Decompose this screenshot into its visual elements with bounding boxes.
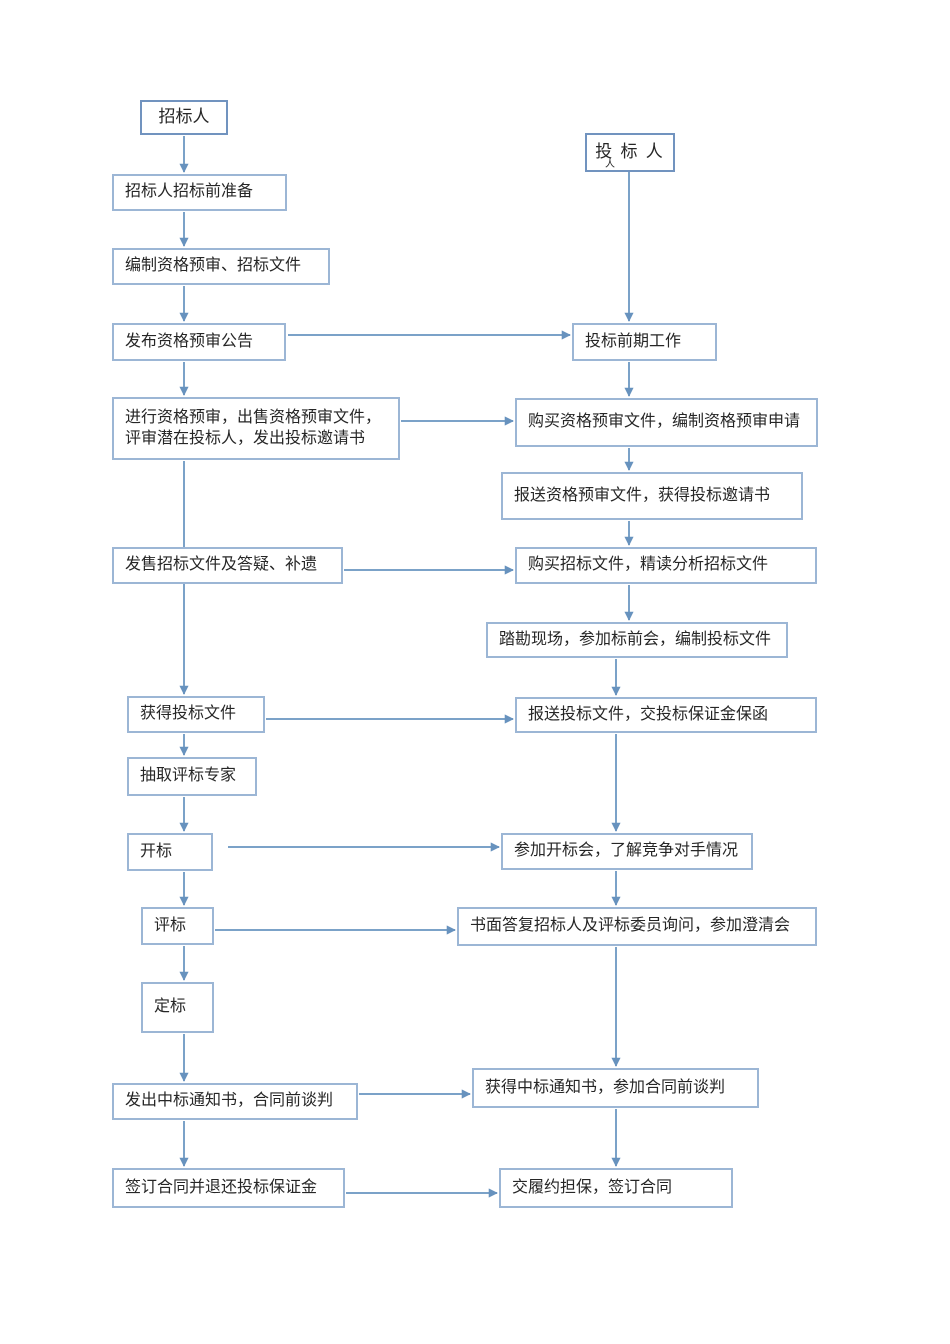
node-select-evaluation-experts: 抽取评标专家 <box>127 757 257 796</box>
node-label: 定标 <box>154 998 187 1016</box>
node-label: 发售招标文件及答疑、补遗 <box>125 556 318 574</box>
node-submit-prequalification-documents: 报送资格预审文件，获得投标邀请书 <box>501 472 803 520</box>
node-pre-bid-preparation: 招标人招标前准备 <box>112 174 287 211</box>
node-label: 报送投标文件，交投标保证金保函 <box>528 705 769 723</box>
node-label: 获得中标通知书，参加合同前谈判 <box>485 1078 726 1096</box>
node-label: 编制资格预审、招标文件 <box>125 257 302 275</box>
node-written-reply-attend-clarification: 书面答复招标人及评标委员询问，参加澄清会 <box>457 907 817 946</box>
node-label: 签订合同并退还投标保证金 <box>125 1178 318 1196</box>
node-label: 书面答复招标人及评标委员询问，参加澄清会 <box>470 917 791 935</box>
node-label: 开标 <box>140 842 173 860</box>
node-receive-bid-documents: 获得投标文件 <box>127 696 265 733</box>
node-site-visit-prepare-bid: 踏勘现场，参加标前会，编制投标文件 <box>486 622 788 658</box>
node-award-decision: 定标 <box>141 982 214 1033</box>
node-label: 发出中标通知书，合同前谈判 <box>125 1092 334 1110</box>
node-conduct-prequalification: 进行资格预审，出售资格预审文件， 评审潜在投标人，发出投标邀请书 <box>112 397 400 460</box>
node-label: 购买招标文件，精读分析招标文件 <box>528 556 769 574</box>
node-label: 投标前期工作 <box>585 332 682 350</box>
node-issue-award-notice-pre-contract-talks: 发出中标通知书，合同前谈判 <box>112 1083 358 1120</box>
node-publish-prequalification-notice: 发布资格预审公告 <box>112 323 286 361</box>
node-label: 踏勘现场，参加标前会，编制投标文件 <box>499 630 772 648</box>
node-receive-award-notice-pre-contract-talks: 获得中标通知书，参加合同前谈判 <box>472 1068 759 1108</box>
node-label: 招标人招标前准备 <box>125 183 254 201</box>
node-submit-bid-and-deposit-guarantee: 报送投标文件，交投标保证金保函 <box>515 697 817 733</box>
node-label: 评标 <box>154 916 187 934</box>
node-label: 进行资格预审，出售资格预审文件， 评审潜在投标人，发出投标邀请书 <box>125 408 382 447</box>
node-stray-char: 人 <box>605 159 615 170</box>
node-label: 投 标 人 <box>595 142 665 162</box>
node-bidder-header: 投 标 人 人 <box>585 133 675 172</box>
node-label: 报送资格预审文件，获得投标邀请书 <box>514 486 771 504</box>
node-sign-contract-refund-deposit: 签订合同并退还投标保证金 <box>112 1168 345 1208</box>
node-pre-bid-work: 投标前期工作 <box>572 323 717 361</box>
node-bid-evaluation: 评标 <box>141 907 214 945</box>
node-label: 抽取评标专家 <box>140 767 237 785</box>
node-prepare-prequalification-and-bid-documents: 编制资格预审、招标文件 <box>112 248 330 285</box>
node-label: 发布资格预审公告 <box>125 332 254 350</box>
node-buy-prequalification-documents: 购买资格预审文件，编制资格预审申请 <box>515 398 818 447</box>
node-label: 交履约担保，签订合同 <box>512 1178 673 1196</box>
node-attend-bid-opening: 参加开标会，了解竞争对手情况 <box>501 833 753 870</box>
node-label: 招标人 <box>158 107 210 127</box>
node-label: 参加开标会，了解竞争对手情况 <box>514 842 739 860</box>
node-issue-bid-documents-and-addenda: 发售招标文件及答疑、补遗 <box>112 547 343 584</box>
node-tenderer-header: 招标人 <box>140 100 228 135</box>
node-bid-opening: 开标 <box>127 833 213 871</box>
node-buy-and-analyze-bid-documents: 购买招标文件，精读分析招标文件 <box>515 547 817 584</box>
node-label: 获得投标文件 <box>140 705 237 723</box>
node-label: 购买资格预审文件，编制资格预审申请 <box>528 413 801 431</box>
node-performance-guarantee-sign-contract: 交履约担保，签订合同 <box>499 1168 733 1208</box>
